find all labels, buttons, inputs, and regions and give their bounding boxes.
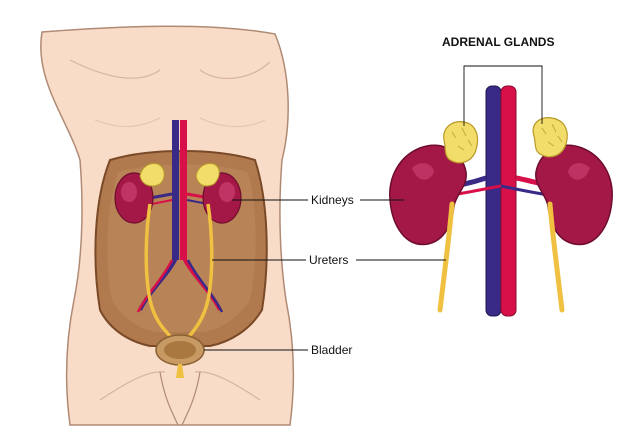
detail-ureter-right	[547, 201, 565, 313]
torso-aorta	[180, 120, 187, 260]
detail-aorta	[500, 85, 517, 317]
detail-adrenal-right	[532, 117, 568, 158]
adrenal-bracket	[463, 65, 543, 126]
detail-adrenal-left	[443, 121, 479, 164]
kidney-detail-illustration	[389, 85, 613, 317]
torso-illustration	[40, 25, 295, 426]
detail-kidney-left	[389, 144, 467, 246]
torso-adrenal-left	[139, 163, 165, 187]
detail-ureter-left	[437, 201, 455, 313]
adrenal-glands-label: ADRENAL GLANDS	[442, 35, 554, 49]
bladder-label: Bladder	[311, 343, 352, 357]
detail-vena-cava	[485, 85, 502, 317]
ureters-label: Ureters	[309, 253, 348, 267]
torso-vena-cava	[172, 120, 179, 260]
kidneys-label: Kidneys	[311, 193, 354, 207]
torso-ureter-right	[186, 203, 214, 340]
torso-adrenal-right	[195, 163, 220, 187]
torso-ureter-left	[144, 203, 174, 340]
detail-kidney-right	[535, 144, 613, 246]
